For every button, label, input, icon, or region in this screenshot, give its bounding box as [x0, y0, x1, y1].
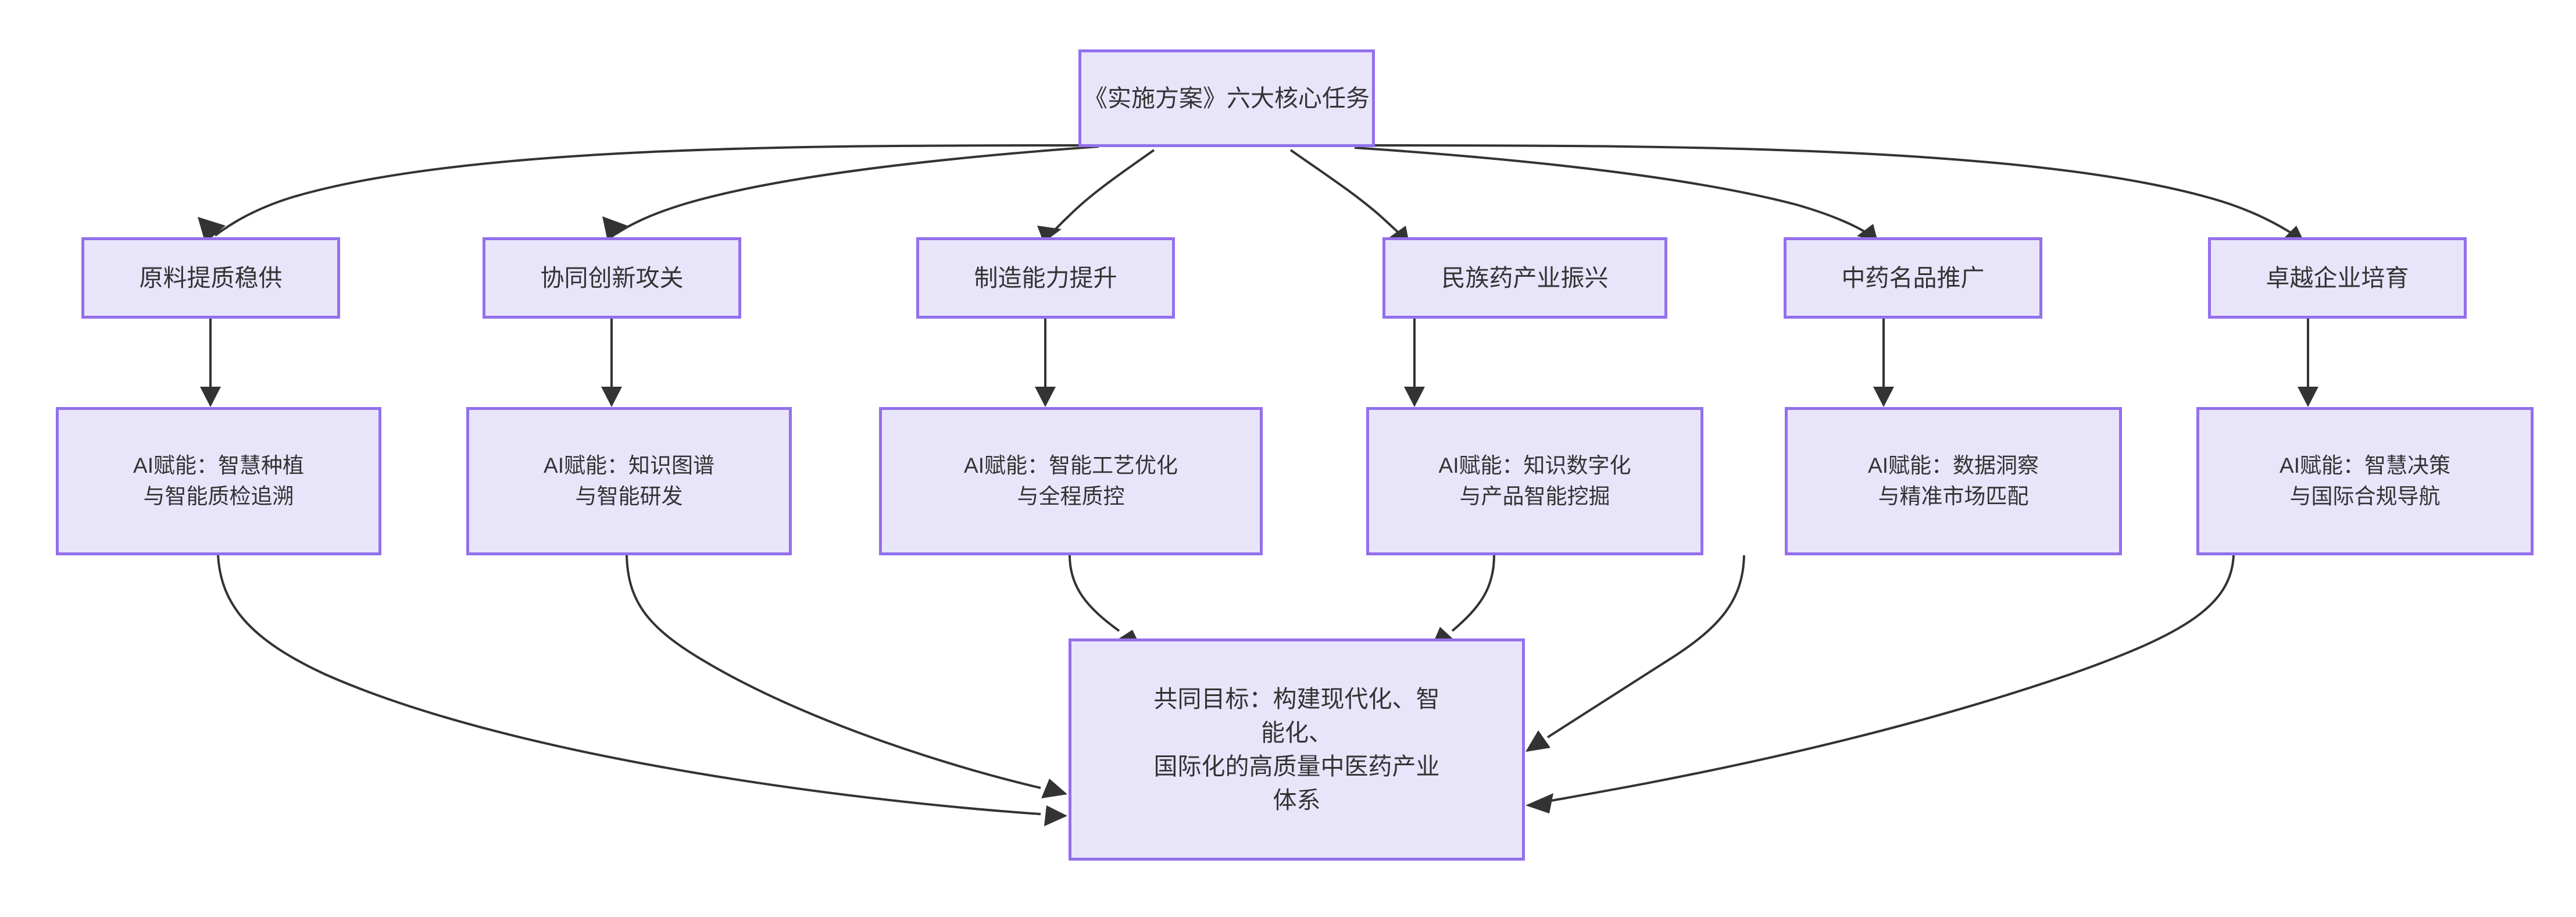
- edge-ai1-to-goal: [217, 555, 1067, 826]
- node-task-6[interactable]: 卓越企业培育: [2208, 237, 2467, 319]
- edge-ai5-to-goal: [1525, 555, 1745, 752]
- node-task-3-label: 制造能力提升: [974, 264, 1117, 291]
- node-task-6-label: 卓越企业培育: [2266, 264, 2409, 291]
- node-ai-6-label: AI赋能：智慧决策 与国际合规导航: [2280, 453, 2450, 508]
- node-ai-3[interactable]: AI赋能：智能工艺优化 与全程质控: [879, 407, 1263, 555]
- node-task-2-label: 协同创新攻关: [540, 264, 684, 291]
- edge-ai2-to-goal: [626, 555, 1067, 798]
- edge-ai4-to-goal: [1431, 555, 1495, 647]
- edge-task3-to-ai3: [1035, 317, 1056, 407]
- edge-root-to-task2: [602, 145, 1099, 241]
- node-ai-5[interactable]: AI赋能：数据洞察 与精准市场匹配: [1785, 407, 2122, 555]
- node-goal-label: 共同目标：构建现代化、智 能化、 国际化的高质量中医药产业 体系: [1153, 685, 1440, 814]
- node-task-4[interactable]: 民族药产业振兴: [1382, 237, 1667, 319]
- edge-root-to-task1: [198, 144, 1079, 243]
- node-ai-1-label: AI赋能：智慧种植 与智能质检追溯: [133, 453, 304, 508]
- edge-task6-to-ai6: [2298, 317, 2318, 407]
- node-ai-6[interactable]: AI赋能：智慧决策 与国际合规导航: [2196, 407, 2534, 555]
- node-task-5-label: 中药名品推广: [1841, 264, 1985, 291]
- edge-root-to-task6: [1373, 144, 2305, 242]
- node-task-1-label: 原料提质稳供: [139, 264, 283, 291]
- node-task-1[interactable]: 原料提质稳供: [81, 237, 340, 319]
- edge-task1-to-ai1: [200, 317, 221, 407]
- node-ai-4[interactable]: AI赋能：知识数字化 与产品智能挖掘: [1366, 407, 1703, 555]
- edge-root-to-task5: [1354, 147, 1878, 241]
- node-task-4-label: 民族药产业振兴: [1441, 264, 1609, 291]
- node-task-5[interactable]: 中药名品推广: [1784, 237, 2042, 319]
- node-ai-2[interactable]: AI赋能：知识图谱 与智能研发: [466, 407, 792, 555]
- node-root-label: 《实施方案》六大核心任务: [1084, 84, 1370, 112]
- edge-ai6-to-goal: [1525, 555, 2235, 813]
- edge-root-to-task3: [1037, 149, 1155, 242]
- node-ai-1[interactable]: AI赋能：智慧种植 与智能质检追溯: [56, 407, 381, 555]
- node-root[interactable]: 《实施方案》六大核心任务: [1078, 49, 1375, 147]
- edge-ai3-to-goal: [1069, 555, 1141, 647]
- edge-task4-to-ai4: [1404, 317, 1425, 407]
- edge-root-to-task4: [1289, 149, 1409, 243]
- node-ai-3-label: AI赋能：智能工艺优化 与全程质控: [964, 453, 1178, 508]
- node-ai-5-label: AI赋能：数据洞察 与精准市场匹配: [1868, 453, 2039, 508]
- node-task-2[interactable]: 协同创新攻关: [483, 237, 741, 319]
- node-goal[interactable]: 共同目标：构建现代化、智 能化、 国际化的高质量中医药产业 体系: [1069, 638, 1525, 861]
- node-ai-2-label: AI赋能：知识图谱 与智能研发: [544, 453, 714, 508]
- node-task-3[interactable]: 制造能力提升: [916, 237, 1175, 319]
- node-ai-4-label: AI赋能：知识数字化 与产品智能挖掘: [1438, 453, 1631, 508]
- edge-task2-to-ai2: [601, 317, 622, 407]
- edge-task5-to-ai5: [1873, 317, 1894, 407]
